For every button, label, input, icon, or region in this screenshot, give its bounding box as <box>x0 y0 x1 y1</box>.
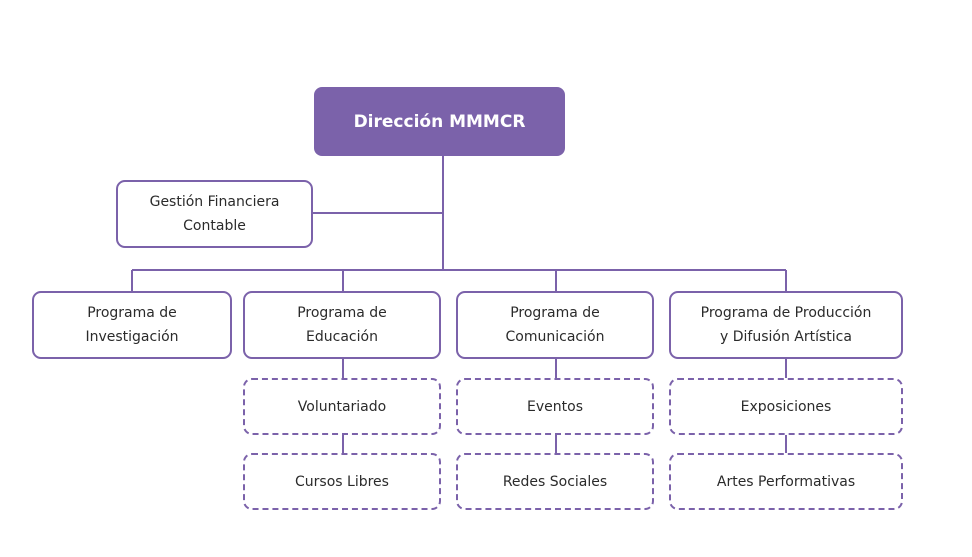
program-node-label: Programa de Educación <box>297 305 387 345</box>
program-node-label: Programa de Comunicación <box>505 305 605 345</box>
program-node-produccion-difusion: Programa de Producción y Difusión Artíst… <box>669 291 903 359</box>
sub-node-eventos: Eventos <box>456 378 654 435</box>
sub-node-label: Voluntariado <box>297 398 387 415</box>
sub-node-label: Eventos <box>527 398 583 415</box>
program-node-investigacion: Programa de Investigación <box>32 291 232 359</box>
sub-node-label: Exposiciones <box>740 398 832 415</box>
sub-node-cursos-libres: Cursos Libres <box>243 453 441 510</box>
sub-node-exposiciones: Exposiciones <box>669 378 903 435</box>
side-node-label: Gestión Financiera Contable <box>149 194 280 234</box>
program-node-educacion: Programa de Educación <box>243 291 441 359</box>
sub-node-artes-performativas: Artes Performativas <box>669 453 903 510</box>
program-node-label: Programa de Investigación <box>85 305 179 345</box>
root-node-direccion: Dirección MMMCR <box>314 87 565 156</box>
sub-node-label: Redes Sociales <box>502 473 608 490</box>
program-node-label: Programa de Producción y Difusión Artíst… <box>700 305 872 345</box>
side-node-gestion-financiera: Gestión Financiera Contable <box>116 180 313 248</box>
sub-node-redes-sociales: Redes Sociales <box>456 453 654 510</box>
sub-node-label: Artes Performativas <box>716 473 856 490</box>
root-node-label: Dirección MMMCR <box>353 111 526 132</box>
program-node-comunicacion: Programa de Comunicación <box>456 291 654 359</box>
sub-node-label: Cursos Libres <box>295 473 389 490</box>
sub-node-voluntariado: Voluntariado <box>243 378 441 435</box>
